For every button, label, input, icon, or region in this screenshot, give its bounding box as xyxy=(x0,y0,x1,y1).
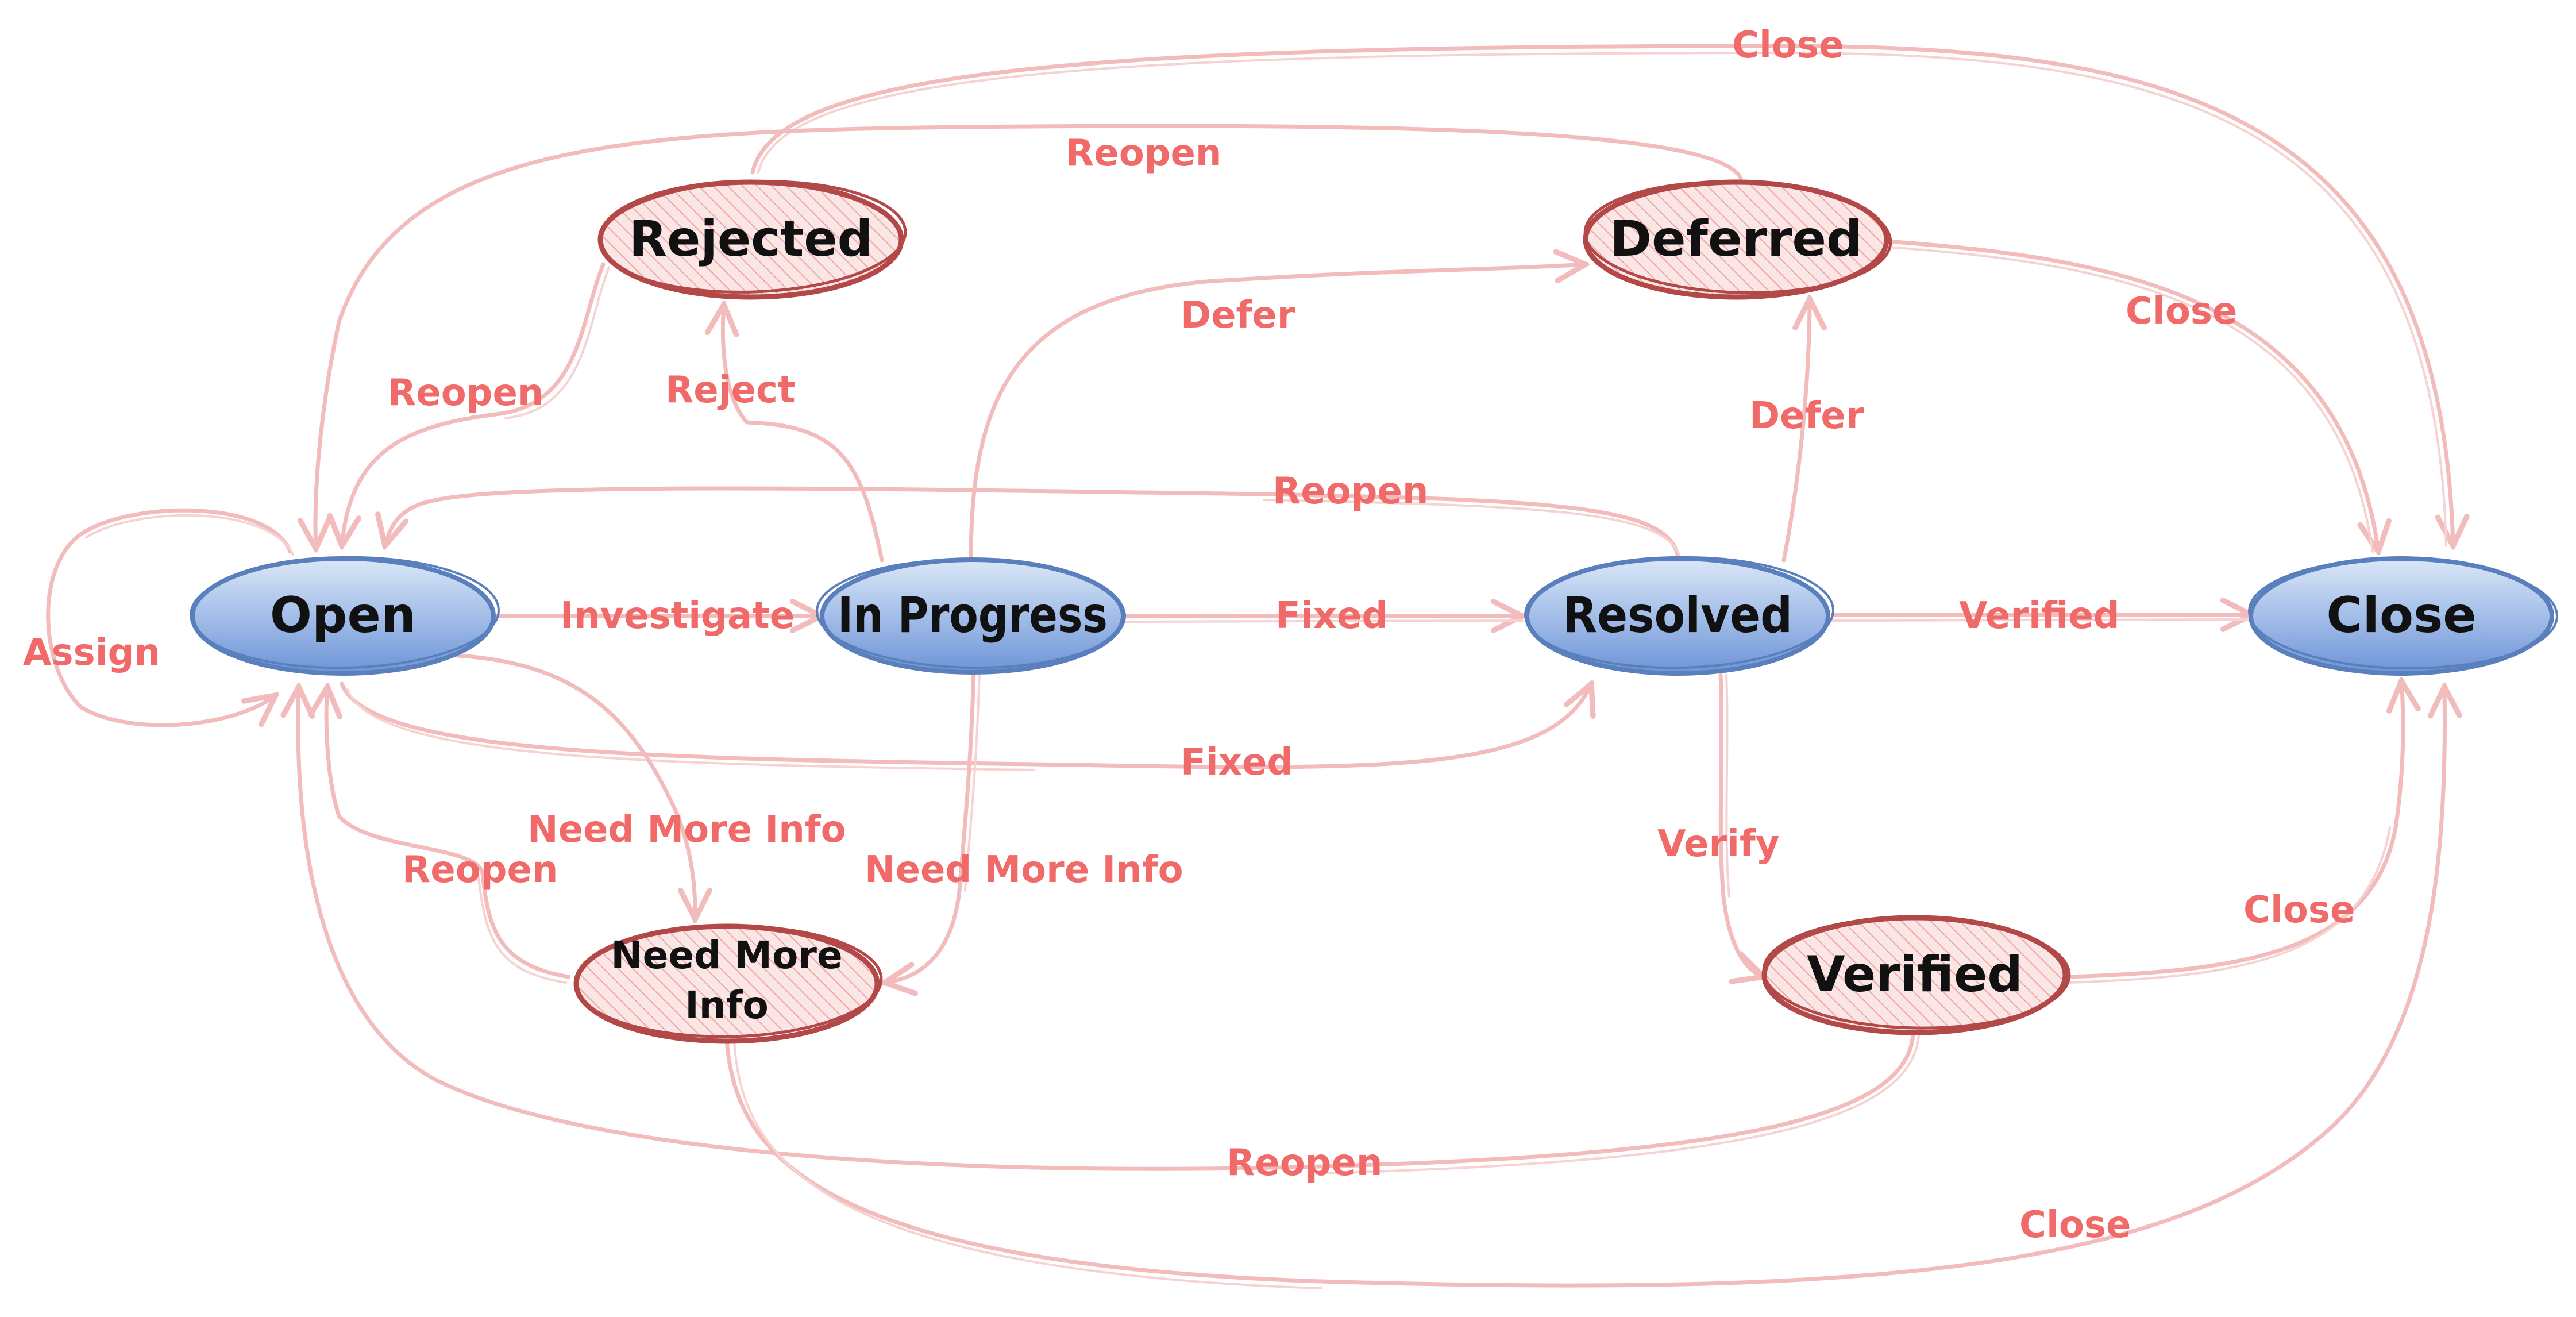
edge-reopen-resolved xyxy=(385,486,1680,557)
label-fixed: Fixed xyxy=(1275,595,1388,637)
state-rejected-label: Rejected xyxy=(629,210,873,268)
label-reopen-verified: Reopen xyxy=(1227,1142,1382,1184)
label-defer-ip: Defer xyxy=(1181,294,1295,337)
edge-need-more-info-ip xyxy=(885,670,976,983)
edge-defer-resolved xyxy=(1781,299,1810,563)
label-need-more-info-ip: Need More Info xyxy=(865,849,1183,891)
edge-reopen-verified xyxy=(298,687,1915,1171)
label-reopen-deferred: Reopen xyxy=(1066,132,1221,175)
state-rejected[interactable]: Rejected xyxy=(597,176,907,300)
state-deferred-label: Deferred xyxy=(1610,210,1862,268)
state-in-progress-label: In Progress xyxy=(838,587,1108,644)
state-resolved[interactable]: Resolved xyxy=(1524,554,1834,676)
edges xyxy=(46,44,2453,1289)
edge-close-verified xyxy=(2066,681,2403,979)
label-reject: Reject xyxy=(665,369,796,411)
label-investigate: Investigate xyxy=(560,595,795,637)
label-need-more-info-open: Need More Info xyxy=(527,808,846,851)
edge-need-more-info-open xyxy=(446,653,695,919)
state-open[interactable]: Open xyxy=(190,554,500,676)
label-reopen-rejected-open: Reopen xyxy=(388,372,543,414)
label-close-rejected: Close xyxy=(1732,24,1844,67)
label-reopen-nmi: Reopen xyxy=(402,849,558,891)
label-fixed-open-resolved: Fixed xyxy=(1181,741,1293,784)
edge-close-deferred xyxy=(1885,239,2378,552)
state-resolved-label: Resolved xyxy=(1563,587,1792,644)
state-open-label: Open xyxy=(270,587,416,644)
state-verified[interactable]: Verified xyxy=(1761,915,2071,1035)
edge-reopen-nmi xyxy=(326,687,571,979)
edge-reject xyxy=(723,305,884,563)
label-reopen-resolved: Reopen xyxy=(1272,470,1428,513)
edge-close-rejected xyxy=(750,44,2453,546)
label-defer-resolved: Defer xyxy=(1749,395,1864,437)
label-close-verified: Close xyxy=(2243,889,2355,931)
edge-fixed-open-resolved xyxy=(340,684,1591,769)
state-in-progress[interactable]: In Progress xyxy=(816,557,1126,675)
edge-reopen-deferred xyxy=(315,124,1743,549)
edge-assign xyxy=(46,508,292,727)
state-verified-label: Verified xyxy=(1807,946,2023,1003)
state-need-more-info-label-line1: Need More xyxy=(611,933,842,977)
label-close-nmi: Close xyxy=(2019,1204,2131,1246)
state-deferred[interactable]: Deferred xyxy=(1583,177,1892,300)
state-close-label: Close xyxy=(2326,587,2476,644)
edge-defer-ip xyxy=(969,264,1586,563)
state-need-more-info-label-line2: Info xyxy=(685,983,769,1027)
label-verified: Verified xyxy=(1959,595,2120,637)
edge-labels: Assign Investigate Fixed Verified Reject… xyxy=(23,24,2355,1246)
edge-close-nmi xyxy=(724,687,2445,1288)
state-close[interactable]: Close xyxy=(2248,556,2558,676)
label-close-deferred: Close xyxy=(2126,290,2237,333)
label-verify: Verify xyxy=(1657,823,1780,865)
edge-verify xyxy=(1718,673,1764,977)
label-assign: Assign xyxy=(23,631,160,674)
state-need-more-info[interactable]: Need More Info xyxy=(573,923,883,1044)
edge-reopen-rejected-open xyxy=(342,262,606,546)
